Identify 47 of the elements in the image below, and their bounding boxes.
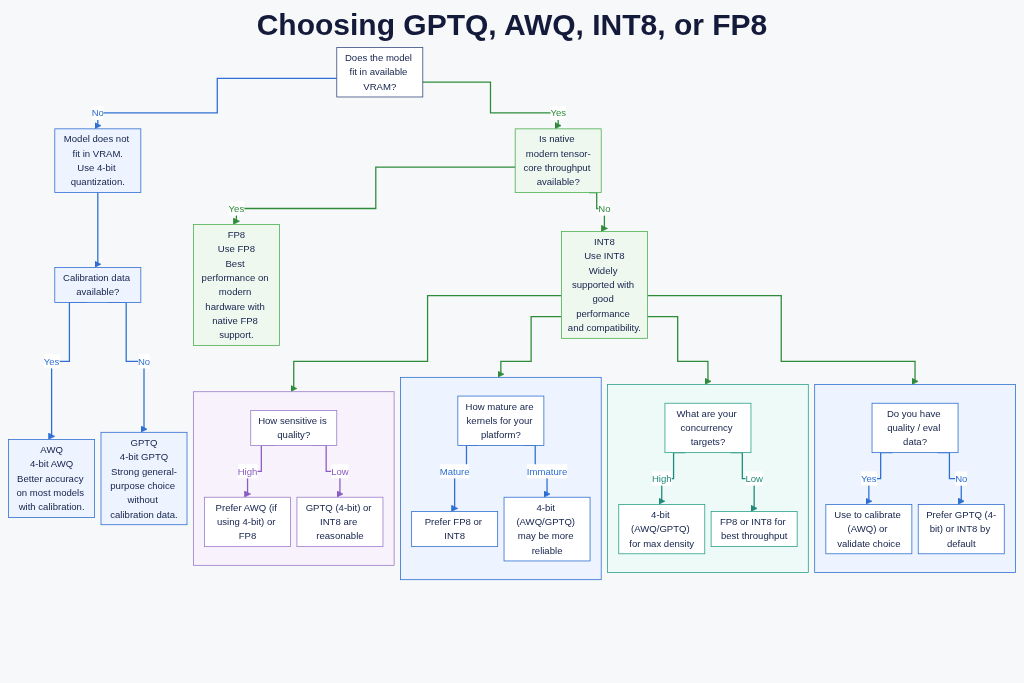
node-box: Prefer FP8 or INT8 xyxy=(411,511,499,547)
arrow xyxy=(646,316,712,385)
cluster xyxy=(400,376,602,581)
edge-label: High xyxy=(651,472,672,485)
arrow xyxy=(497,316,562,378)
edge-label: Yes xyxy=(550,107,566,119)
cluster xyxy=(193,391,395,566)
arrow xyxy=(232,166,516,225)
edge-label: Yes xyxy=(228,202,245,215)
edge-label: Mature xyxy=(439,465,470,477)
arrow xyxy=(422,81,562,130)
edge-label: No xyxy=(137,355,151,367)
node-box: Calibration data available? xyxy=(54,267,142,303)
cluster xyxy=(607,384,809,573)
node-box: 4-bit (AWQ/GPTQ) for max density xyxy=(618,504,706,555)
node-box: INT8 Use INT8 Widely supported with good performance and compatibility. xyxy=(561,231,648,339)
node-box: Prefer AWQ (if using 4-bit) or FP8 xyxy=(204,496,291,547)
node-box: How mature are kernels for your platform? xyxy=(457,395,545,446)
edge-label: Low xyxy=(745,472,763,485)
arrow xyxy=(290,294,562,392)
node-box: Model does not fit in VRAM. Use 4-bit quantization. xyxy=(54,128,142,193)
node-box: Use to calibrate (AWQ) or validate choice xyxy=(825,504,913,555)
edge-label: No xyxy=(955,472,968,485)
node-box: FP8 or INT8 for best throughput xyxy=(710,511,798,547)
edge-label: Immature xyxy=(526,465,568,477)
node-box: Is native modern tensor-core throughput available? xyxy=(514,128,602,193)
node-box: FP8 Use FP8 Best performance on modern hardware with native FP8 support. xyxy=(193,224,280,346)
node-box: Do you have quality / eval data? xyxy=(871,402,959,454)
node-box: How sensitive is quality? xyxy=(250,410,338,446)
node-box: Does the model fit in available VRAM? xyxy=(336,47,424,98)
edge-label: No xyxy=(598,202,611,215)
edge-label: No xyxy=(91,107,104,119)
node-box: Prefer GPTQ (4-bit) or INT8 by default xyxy=(917,504,1005,555)
arrow xyxy=(94,77,338,130)
node-box: GPTQ (4-bit) or INT8 are reasonable xyxy=(296,496,384,547)
edge-label: Yes xyxy=(43,355,60,367)
edge-label: High xyxy=(237,465,258,477)
node-box: GPTQ 4-bit GPTQ Strong general-purpose choice without calibration data. xyxy=(100,431,188,526)
arrow xyxy=(94,191,102,268)
edge-label: Low xyxy=(331,465,349,477)
edge-label: Yes xyxy=(861,472,877,485)
node-box: AWQ 4-bit AWQ Better accuracy on most models with calibration. xyxy=(8,439,96,518)
arrow xyxy=(646,294,919,385)
node-box: 4-bit (AWQ/GPTQ) may be more reliable xyxy=(503,496,591,562)
diagram-title: Choosing GPTQ, AWQ, INT8, or FP8 xyxy=(256,8,768,42)
node-box: What are your concurrency targets? xyxy=(664,402,752,454)
cluster xyxy=(814,384,1016,573)
